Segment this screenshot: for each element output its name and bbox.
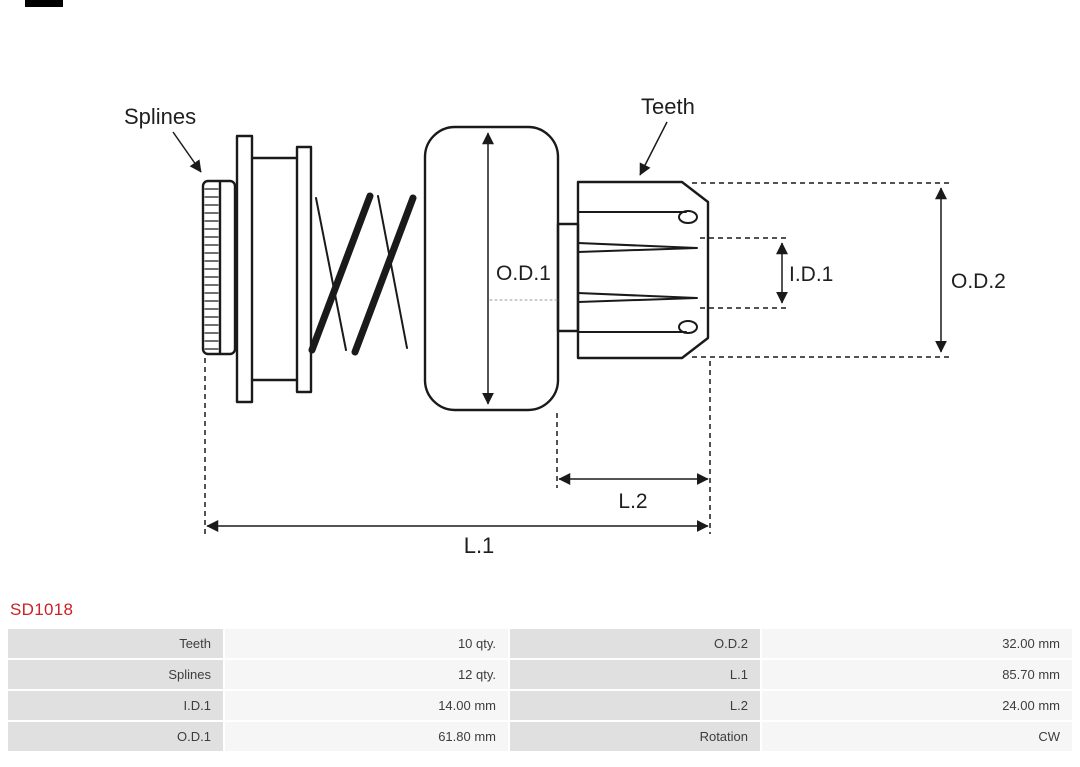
flange-disc [235, 134, 254, 404]
spec-table: Teeth 10 qty. O.D.2 32.00 mm Splines 12 … [6, 627, 1074, 753]
spec-label: Splines [8, 660, 223, 689]
table-row: Teeth 10 qty. O.D.2 32.00 mm [8, 629, 1072, 658]
l2-label: L.2 [618, 490, 647, 513]
spec-label: L.1 [510, 660, 760, 689]
splines-label: Splines [124, 104, 196, 129]
technical-drawing: Splines Teeth O.D.1 I.D.1 O.D.2 L.2 L.1 [124, 94, 1006, 558]
spec-label: L.2 [510, 691, 760, 720]
spline-shaft [201, 179, 237, 356]
part-number: SD1018 [10, 600, 74, 619]
dimension-lines [172, 121, 950, 534]
spec-label: O.D.1 [8, 722, 223, 751]
drive-outline [201, 125, 710, 412]
table-row: Splines 12 qty. L.1 85.70 mm [8, 660, 1072, 689]
spec-label: Teeth [8, 629, 223, 658]
spec-value: 12 qty. [225, 660, 508, 689]
teeth-label: Teeth [641, 94, 695, 119]
spec-value: 24.00 mm [762, 691, 1072, 720]
logo-bar [25, 0, 63, 7]
flange-disc-2 [295, 145, 313, 394]
spec-value: 85.70 mm [762, 660, 1072, 689]
spec-label: O.D.2 [510, 629, 760, 658]
spec-value: 61.80 mm [225, 722, 508, 751]
od2-label: O.D.2 [951, 270, 1006, 293]
gear-teeth-lines [577, 210, 698, 334]
starter-drive-diagram: Splines Teeth O.D.1 I.D.1 O.D.2 L.2 L.1 [124, 94, 1006, 558]
spec-value: 10 qty. [225, 629, 508, 658]
spec-value: CW [762, 722, 1072, 751]
spec-value: 32.00 mm [762, 629, 1072, 658]
splines-pointer-arrow [172, 131, 202, 173]
id1-label: I.D.1 [789, 263, 833, 286]
spec-label: I.D.1 [8, 691, 223, 720]
teeth-pointer-arrow [639, 121, 668, 176]
spec-value: 14.00 mm [225, 691, 508, 720]
table-row: I.D.1 14.00 mm L.2 24.00 mm [8, 691, 1072, 720]
shaft-step [556, 222, 580, 333]
spec-label: Rotation [510, 722, 760, 751]
table-row: O.D.1 61.80 mm Rotation CW [8, 722, 1072, 751]
spring-coils [308, 192, 417, 356]
pinion-gear [576, 180, 710, 360]
l1-label: L.1 [464, 533, 495, 558]
od1-label: O.D.1 [496, 262, 551, 285]
